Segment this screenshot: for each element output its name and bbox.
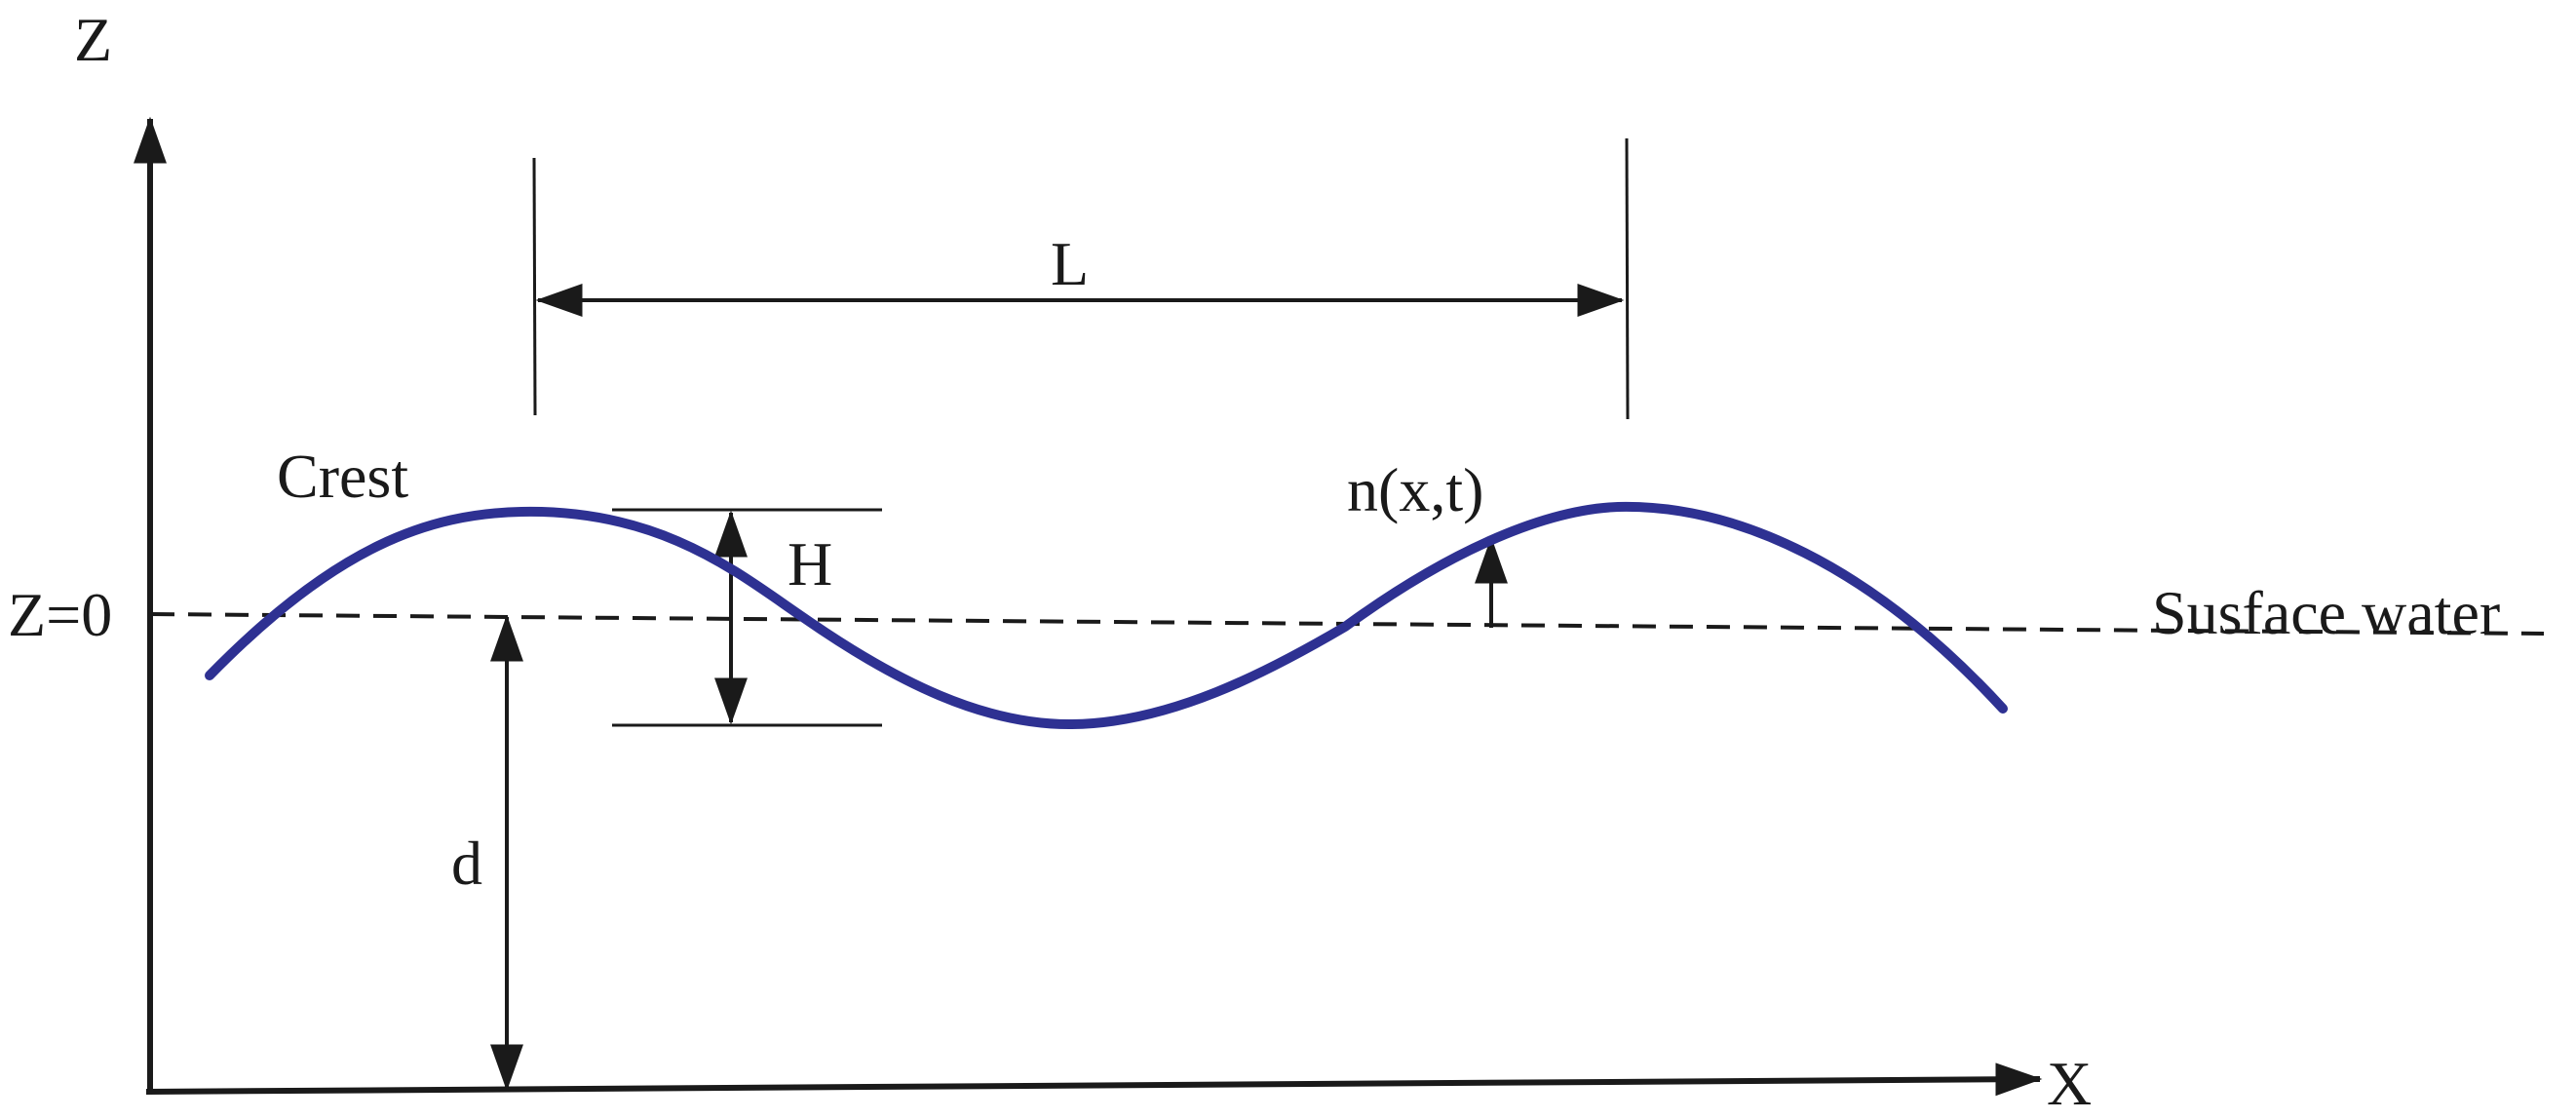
crest-label: Crest <box>277 442 408 511</box>
wavelength-left-boundary <box>532 157 537 416</box>
wavelength-label: L <box>1051 229 1089 298</box>
x-axis-line <box>145 1062 2043 1097</box>
wave-profile <box>205 501 2008 730</box>
surface-water-label: Susface water <box>2152 578 2500 647</box>
x-axis-label: X <box>2047 1049 2092 1118</box>
wave-height-label: H <box>788 529 832 599</box>
wavelength-right-boundary <box>1625 137 1630 420</box>
elevation-label: n(x,t) <box>1347 455 1483 524</box>
depth-label: d <box>451 829 482 898</box>
z-zero-label: Z=0 <box>8 580 112 649</box>
z-axis-label: Z <box>74 5 112 74</box>
